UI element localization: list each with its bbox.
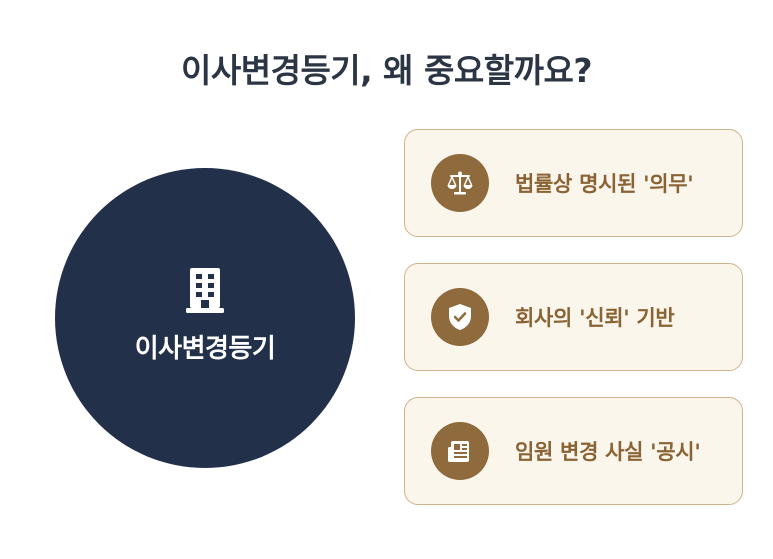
point-badge	[431, 154, 489, 212]
center-circle: 이사변경등기	[55, 168, 355, 468]
point-badge	[431, 422, 489, 480]
point-badge	[431, 288, 489, 346]
point-label: 법률상 명시된 '의무'	[515, 172, 694, 196]
page-title: 이사변경등기, 왜 중요할까요?	[181, 51, 592, 90]
scale-icon	[447, 171, 473, 195]
point-label: 회사의 '신뢰' 기반	[515, 306, 675, 330]
point-card-trust: 회사의 '신뢰' 기반	[404, 263, 743, 371]
point-label: 임원 변경 사실 '공시'	[515, 440, 701, 464]
point-card-disclosure: 임원 변경 사실 '공시'	[404, 397, 743, 505]
center-label: 이사변경등기	[134, 333, 276, 364]
shield-check-icon	[449, 304, 471, 330]
point-card-obligation: 법률상 명시된 '의무'	[404, 129, 743, 237]
building-icon	[186, 267, 224, 313]
newspaper-icon	[448, 441, 469, 462]
